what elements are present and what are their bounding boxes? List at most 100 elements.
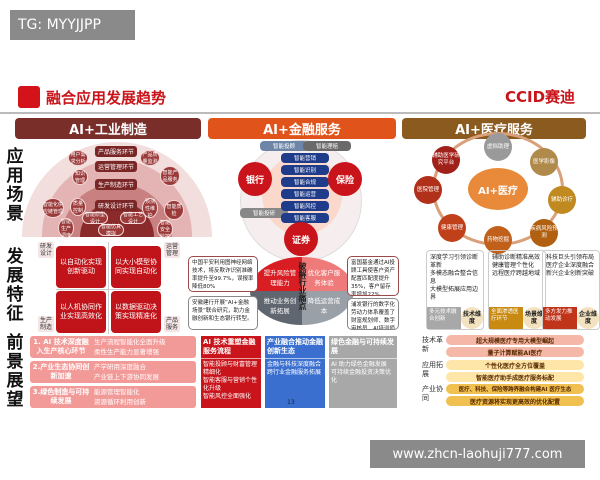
outlook-row: 2.产业生态协同创新加速 产学研用深度融合产业链上下游协同发展 bbox=[30, 361, 196, 383]
outlook-row: 量子计算赋能AI医疗 bbox=[446, 347, 584, 357]
case-card: 浦发银行的数字化劳动力体系覆盖了财富规划师、数字审核员、AI培训师等十多位数字岗… bbox=[347, 298, 399, 330]
axis-label: 生产制造 bbox=[38, 316, 54, 332]
outlook-items: 生产流程智能化全面升级柔性生产能力显著增强 bbox=[94, 338, 166, 356]
card-items: 金融与科技深度融合跨行业金融服务拓展 bbox=[267, 361, 322, 376]
card-items: AI 助力绿色金融发展可持续金融投资决策优化 bbox=[331, 361, 392, 384]
case-card: 富国基金通过AI投顾工具使客户资产配置匹配度提升35%，客户留存率增加22% bbox=[347, 256, 399, 296]
scene-bubble: 智能化供应链管理 bbox=[42, 198, 64, 218]
dimension-badge: 企业维度 bbox=[577, 307, 599, 329]
scene-bubble: 预测性维护 bbox=[142, 198, 158, 219]
outlook-row: 医疗资源将实现更高效的优化配置 bbox=[446, 396, 584, 406]
outlook-items: 能源管理智能化资源循环利用创新 bbox=[94, 388, 146, 406]
medical-node: 疾病风险预测 bbox=[530, 219, 558, 247]
watermark: www.zhcn-laohuji777.com bbox=[370, 440, 585, 468]
overlay-tag: TG: MYYJJPP bbox=[10, 10, 135, 40]
axis-label: 研发设计 bbox=[38, 242, 54, 258]
ring-label: 运营管理环节 bbox=[95, 161, 138, 172]
card-title: 产业融合推动金融创新生态 bbox=[265, 336, 325, 359]
finance-outlook-card: 绿色金融与可持续发展 AI 助力绿色金融发展可持续金融投资决策优化 bbox=[329, 336, 397, 408]
outlook-label: 应用拓展 bbox=[422, 361, 443, 378]
medical-node: 医学影像 bbox=[530, 148, 558, 176]
stack-item: 智能合规 bbox=[281, 177, 329, 187]
medical-node: 辅助诊疗 bbox=[548, 186, 576, 214]
ring-label: 生产制造环节 bbox=[95, 179, 138, 190]
case-card: 安徽建行开展“AI+金融场景”联合研究，助力金融创新和生态银行转型。 bbox=[188, 296, 258, 330]
stack-item: 智能运营 bbox=[281, 189, 329, 199]
medical-node: 健康管理 bbox=[438, 214, 466, 242]
feature-box: 以数据驱动决策实现精准化 bbox=[111, 291, 161, 333]
outlook-label: 技术革新 bbox=[422, 336, 443, 353]
bank-circle: 银行 bbox=[238, 162, 272, 196]
card-band: 多元技术融合创新 bbox=[427, 307, 461, 329]
outlook-label: 产业协同 bbox=[422, 385, 443, 402]
medical-node: 医院管理 bbox=[414, 176, 442, 204]
quad-axis-h bbox=[56, 289, 161, 290]
card-items: 智能投顾与财富管理精细化智能客服与营销个性化升级智能风控全面强化 bbox=[203, 361, 258, 400]
insurance-circle: 保险 bbox=[328, 162, 362, 196]
finance-header: AI+金融服务 bbox=[208, 118, 396, 139]
feature-box: 以自动化实现创新驱动 bbox=[56, 246, 106, 288]
stack-item: 智能营销 bbox=[281, 153, 329, 163]
axis-label: 产品服务 bbox=[164, 316, 180, 332]
feature-box: 以大小模型协同实现自动化 bbox=[111, 246, 161, 288]
stack-item: 智能风控 bbox=[281, 201, 329, 211]
card-band: 全面渗透医疗环节 bbox=[489, 307, 523, 329]
brand-logo: CCID赛迪 bbox=[505, 88, 576, 106]
tag-advisor: 智能投顾 bbox=[260, 141, 308, 151]
scene-bubble: 智能产品服务 bbox=[160, 166, 180, 186]
stack-item: 智能识别 bbox=[281, 165, 329, 175]
outlook-row: 1. AI 技术深度融入生产核心环节 生产流程智能化全面升级柔性生产能力显著增强 bbox=[30, 336, 196, 358]
medical-card: 科技巨头引领布局医疗企业深度融合新兴企业创新突破 多方发力推动发展 bbox=[542, 250, 600, 330]
row-label-feature: 发展特征 bbox=[6, 247, 24, 324]
card-title: AI 技术重塑金融服务流程 bbox=[201, 336, 261, 359]
industry-header: AI+工业制造 bbox=[15, 118, 201, 139]
outlook-row: 智能医疗助手成医疗服务标配 bbox=[446, 372, 584, 382]
scene-bubble: 智能原型设计 bbox=[82, 212, 108, 225]
dimension-badge: 场景维度 bbox=[523, 307, 545, 329]
outlook-label: 1. AI 技术深度融入生产核心环节 bbox=[33, 338, 89, 355]
finance-outlook-card: 产业融合推动金融创新生态 金融与科技深度融合跨行业金融服务拓展 13 bbox=[265, 336, 325, 408]
scene-bubble: 智能生产调度 bbox=[58, 218, 74, 239]
outlook-label: 2.产业生态协同创新加速 bbox=[32, 363, 90, 380]
outlook-row: 超大规模医疗专用大模型崛起 bbox=[446, 335, 584, 345]
stack-item: 智能客服 bbox=[281, 213, 329, 223]
header-logo-icon bbox=[18, 86, 40, 108]
scene-bubble: 智能工艺设计 bbox=[120, 212, 146, 225]
pain-oval: 提升风险管理能力 优化客户服务体验 推动业务创新拓展 降低运营成本 bbox=[250, 257, 354, 325]
pain-quadrant: 优化客户服务体验 bbox=[302, 257, 354, 291]
page-title: 融合应用发展趋势 bbox=[46, 89, 167, 107]
pain-quadrant: 提升风险管理能力 bbox=[250, 257, 302, 291]
ring-label: 研发设计环节 bbox=[95, 200, 138, 211]
feature-box: 以人机协同作业实现高效化 bbox=[56, 291, 106, 333]
ring-label: 产品服务环节 bbox=[95, 146, 138, 157]
tag-research: 智能投研 bbox=[240, 208, 288, 218]
outlook-row: 医疗、科技、保险等跨界融合构建AI 医疗生态 bbox=[446, 384, 584, 394]
case-card: 中国平安利用图神经网络技术，将反欺诈识别准确率提升至99.7%，误报率降低80% bbox=[188, 256, 258, 292]
row-label-outlook: 前景展望 bbox=[6, 333, 24, 410]
card-band: 多方发力推动发展 bbox=[543, 307, 577, 329]
dimension-badge: 技术维度 bbox=[461, 307, 483, 329]
medical-node: 虚拟助理 bbox=[484, 133, 512, 161]
scene-bubble: 智能质检 bbox=[164, 200, 184, 220]
medical-node: 药物挖掘 bbox=[484, 226, 512, 254]
pain-quadrant: 推动业务创新拓展 bbox=[250, 291, 302, 325]
page-number: 13 bbox=[287, 399, 295, 406]
card-title: 绿色金融与可持续发展 bbox=[329, 336, 397, 359]
medical-node: 辅助医学研究平台 bbox=[432, 146, 460, 174]
row-label-scene: 应用场景 bbox=[6, 147, 24, 224]
scene-bubble: 智能安全监控 bbox=[157, 220, 173, 240]
scene-bubble: 产品质量监测 bbox=[140, 150, 160, 166]
scene-bubble: 知识管理 bbox=[72, 169, 88, 185]
pain-quadrant: 降低运营成本 bbox=[302, 291, 354, 325]
medical-card: 辅助诊断精准高效健康管理个性化远程医疗跨越地域 全面渗透医疗环节 bbox=[488, 250, 546, 330]
outlook-row: 个性化医疗全方位覆盖 bbox=[446, 360, 584, 370]
tag-claims: 智能理赔 bbox=[303, 141, 351, 151]
scene-bubble: 用户需求分析 bbox=[68, 150, 88, 166]
outlook-items: 产学研用深度融合产业链上下游协同发展 bbox=[94, 363, 159, 381]
scene-bubble: 质量控制 bbox=[70, 198, 86, 216]
outlook-row: 3.绿色制造与可持续发展 能源管理智能化资源循环利用创新 bbox=[30, 386, 196, 408]
securities-circle: 证券 bbox=[284, 222, 318, 256]
finance-outlook-card: AI 技术重塑金融服务流程 智能投顾与财富管理精细化智能客服与营销个性化升级智能… bbox=[201, 336, 261, 408]
quad-axis-v bbox=[108, 242, 109, 334]
axis-label: 运营管理 bbox=[164, 242, 180, 258]
